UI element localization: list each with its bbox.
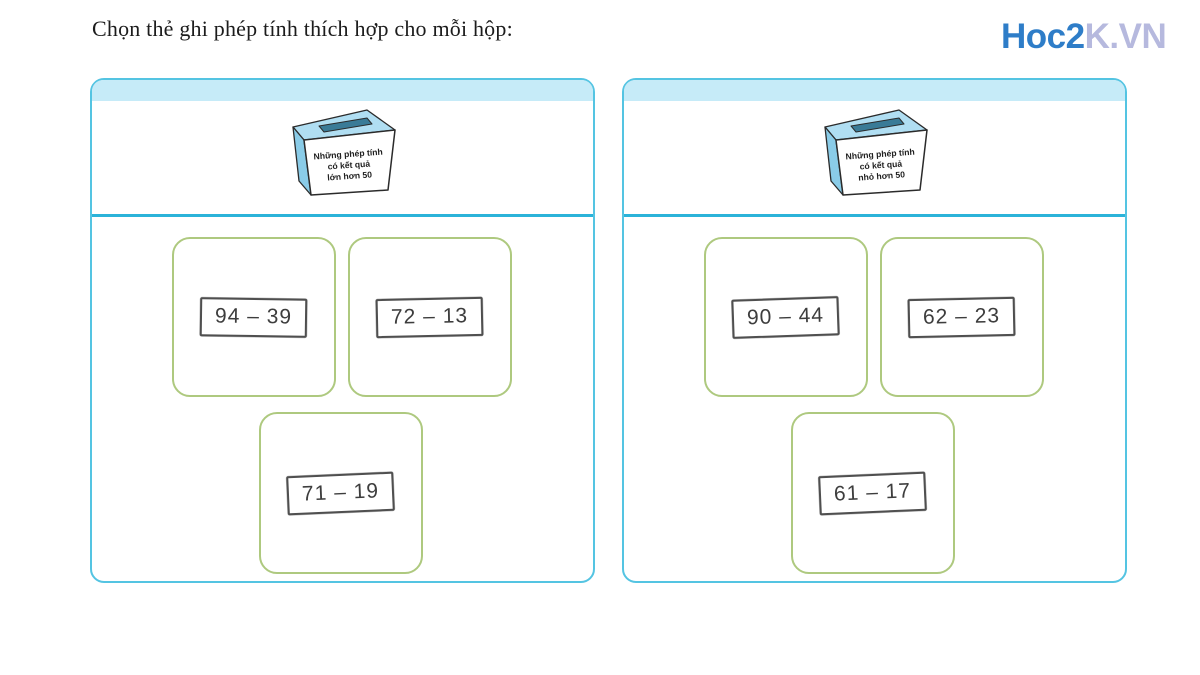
expression-label[interactable]: 61 – 17 — [818, 471, 928, 515]
box-label-line-2: có kết quả — [327, 159, 370, 172]
panel-header-bar — [624, 80, 1125, 101]
expression-label[interactable]: 72 – 13 — [376, 296, 484, 338]
panel-less-than-50: Những phép tính có kết quả nhỏ hơn 50 90… — [622, 78, 1127, 583]
answer-card[interactable]: 90 – 44 — [704, 237, 868, 397]
answer-card[interactable]: 72 – 13 — [348, 237, 512, 397]
money-box-icon: Những phép tính có kết quả nhỏ hơn 50 — [824, 109, 928, 196]
expression-label[interactable]: 94 – 39 — [200, 296, 308, 338]
expression-label[interactable]: 71 – 19 — [286, 471, 396, 515]
panel-divider — [624, 214, 1125, 217]
logo-text-secondary: K.VN — [1084, 17, 1167, 56]
answer-card[interactable]: 94 – 39 — [172, 237, 336, 397]
panel-greater-than-50: Những phép tính có kết quả lớn hơn 50 94… — [90, 78, 595, 583]
answer-card[interactable]: 62 – 23 — [880, 237, 1044, 397]
logo-text-primary: Hoc2 — [1001, 17, 1085, 56]
expression-label[interactable]: 90 – 44 — [731, 295, 841, 339]
box-label-line-1: Những phép tính — [845, 147, 915, 162]
box-slot — [318, 117, 373, 133]
hoc2k-logo: Hoc2K.VN — [1001, 17, 1167, 57]
box-label-line-1: Những phép tính — [313, 147, 383, 162]
page-title: Chọn thẻ ghi phép tính thích hợp cho mỗi… — [92, 16, 513, 41]
panel-header-bar — [92, 80, 593, 101]
expression-label[interactable]: 62 – 23 — [908, 296, 1016, 338]
box-slot — [850, 117, 905, 133]
box-label-line-3: nhỏ hơn 50 — [858, 169, 905, 182]
box-label-line-2: có kết quả — [859, 159, 902, 172]
money-box-icon: Những phép tính có kết quả lớn hơn 50 — [292, 109, 396, 196]
answer-card[interactable]: 61 – 17 — [791, 412, 955, 574]
box-label-line-3: lớn hơn 50 — [327, 169, 372, 182]
panel-divider — [92, 214, 593, 217]
answer-card[interactable]: 71 – 19 — [259, 412, 423, 574]
